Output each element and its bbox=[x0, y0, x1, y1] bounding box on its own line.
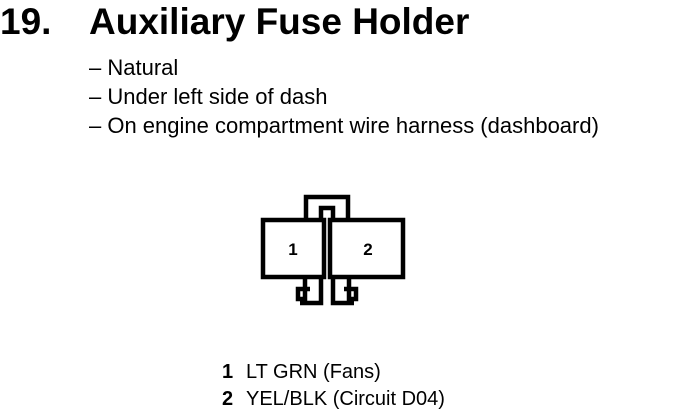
cavity-1-outline bbox=[260, 217, 327, 280]
pin-number: 2 bbox=[222, 388, 234, 410]
note-color: – Natural bbox=[89, 55, 179, 80]
connector-top-latch bbox=[303, 194, 351, 220]
section-title: Auxiliary Fuse Holder bbox=[89, 1, 470, 42]
cavity-1-label: 1 bbox=[288, 240, 297, 259]
connector-foot-right-outer bbox=[330, 277, 354, 306]
connector-notes: – Natural – Under left side of dash – On… bbox=[89, 53, 599, 140]
connector-foot-right bbox=[344, 277, 359, 302]
pinout-list: 1 LT GRN (Fans) 2 YEL/BLK (Circuit D04) bbox=[222, 359, 445, 413]
note-location: – Under left side of dash bbox=[89, 84, 328, 109]
section-number: 19. bbox=[0, 1, 52, 42]
note-harness: – On engine compartment wire harness (da… bbox=[89, 113, 599, 138]
pin-wire: YEL/BLK (Circuit D04) bbox=[246, 388, 445, 410]
pin-wire: LT GRN (Fans) bbox=[246, 361, 381, 383]
pinout-row: 2 YEL/BLK (Circuit D04) bbox=[222, 386, 445, 413]
cavity-2-label: 2 bbox=[363, 240, 372, 259]
connector-diagram: 1 2 bbox=[250, 185, 420, 315]
pin-number: 1 bbox=[222, 361, 234, 383]
cavity-2-outline bbox=[327, 217, 406, 280]
connector-foot-left-outer bbox=[300, 277, 324, 306]
pinout-row: 1 LT GRN (Fans) bbox=[222, 359, 445, 386]
connector-face-drawing: 1 2 bbox=[260, 194, 406, 306]
connector-latch-inner bbox=[318, 205, 336, 220]
connector-foot-left bbox=[295, 277, 310, 302]
